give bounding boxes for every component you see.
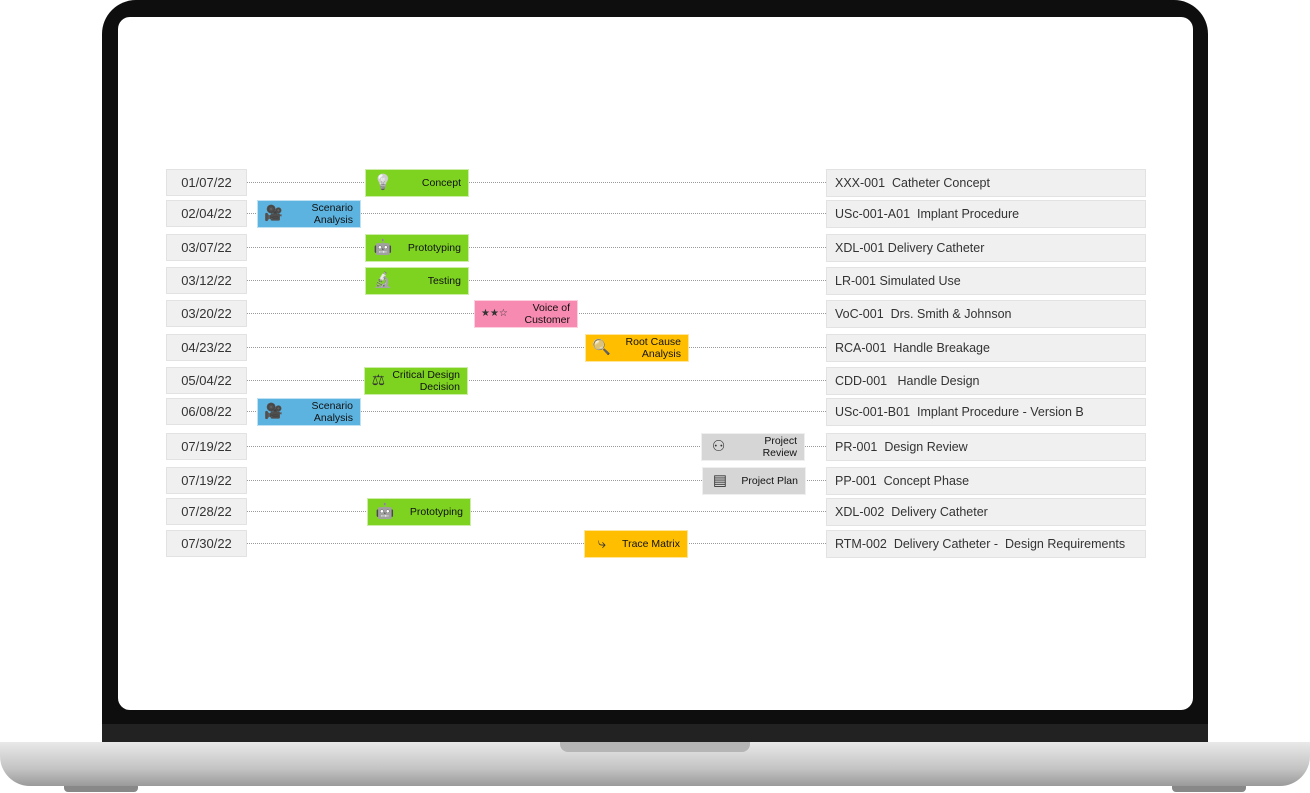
gantt-icon: ▤	[712, 472, 728, 489]
activity-label: Project Review	[762, 435, 797, 459]
activity-tag[interactable]: 🤖 Prototyping	[365, 234, 469, 262]
document-cell[interactable]: PR-001 Design Review	[826, 433, 1146, 461]
activity-label: Voice of Customer	[524, 302, 570, 326]
connector-line	[246, 411, 826, 412]
video-camera-icon: 🎥	[264, 205, 283, 222]
activity-label: Testing	[427, 275, 461, 287]
connector-line	[246, 380, 826, 381]
date-cell: 03/07/22	[166, 234, 247, 261]
connector-line	[246, 480, 826, 481]
meeting-table-icon: ⚇	[711, 438, 726, 455]
date-cell: 03/12/22	[166, 267, 247, 294]
document-cell[interactable]: USc-001-A01 Implant Procedure	[826, 200, 1146, 228]
date-cell: 07/28/22	[166, 498, 247, 525]
date-cell: 02/04/22	[166, 200, 247, 227]
connector-line	[246, 182, 826, 183]
document-cell[interactable]: CDD-001 Handle Design	[826, 367, 1146, 395]
date-cell: 04/23/22	[166, 334, 247, 361]
activity-label: Scenario Analysis	[311, 400, 353, 424]
laptop-foot	[64, 786, 138, 792]
timeline-row: 07/30/22 ⤷ Trace Matrix RTM-002 Delivery…	[166, 530, 1146, 558]
scales-icon: ⚖	[371, 372, 386, 389]
document-cell[interactable]: RTM-002 Delivery Catheter - Design Requi…	[826, 530, 1146, 558]
connector-line	[246, 280, 826, 281]
connector-line	[246, 213, 826, 214]
date-cell: 01/07/22	[166, 169, 247, 196]
activity-label: Prototyping	[409, 506, 463, 518]
timeline-row: 04/23/22 🔍 Root Cause Analysis RCA-001 H…	[166, 334, 1146, 362]
connector-line	[246, 446, 826, 447]
activity-tag[interactable]: ⚖ Critical Design Decision	[364, 367, 468, 395]
lightbulb-icon: 💡	[373, 174, 393, 191]
activity-tag[interactable]: ▤ Project Plan	[702, 467, 806, 495]
activity-label: Project Plan	[741, 475, 798, 487]
date-cell: 05/04/22	[166, 367, 247, 394]
document-cell[interactable]: XXX-001 Catheter Concept	[826, 169, 1146, 197]
date-cell: 07/19/22	[166, 467, 247, 494]
timeline-row: 03/20/22 ★★☆ Voice of Customer VoC-001 D…	[166, 300, 1146, 328]
activity-label: Critical Design Decision	[392, 369, 460, 393]
video-camera-icon: 🎥	[264, 403, 283, 420]
timeline-row: 07/28/22 🤖 Prototyping XDL-002 Delivery …	[166, 498, 1146, 526]
stars-rating-icon: ★★☆	[481, 308, 508, 319]
timeline-row: 06/08/22 🎥 Scenario Analysis USc-001-B01…	[166, 398, 1146, 426]
timeline-row: 02/04/22 🎥 Scenario Analysis USc-001-A01…	[166, 200, 1146, 228]
timeline-row: 03/07/22 🤖 Prototyping XDL-001 Delivery …	[166, 234, 1146, 262]
connector-line	[246, 347, 826, 348]
activity-tag[interactable]: 🔬 Testing	[365, 267, 469, 295]
magnifier-icon: 🔍	[592, 339, 611, 356]
document-cell[interactable]: XDL-002 Delivery Catheter	[826, 498, 1146, 526]
activity-tag[interactable]: 🎥 Scenario Analysis	[257, 200, 361, 228]
document-cell[interactable]: XDL-001 Delivery Catheter	[826, 234, 1146, 262]
activity-tag[interactable]: 🤖 Prototyping	[367, 498, 471, 526]
activity-tag[interactable]: ⚇ Project Review	[701, 433, 805, 461]
document-cell[interactable]: RCA-001 Handle Breakage	[826, 334, 1146, 362]
document-cell[interactable]: PP-001 Concept Phase	[826, 467, 1146, 495]
connector-line	[246, 247, 826, 248]
timeline-row: 07/19/22 ▤ Project Plan PP-001 Concept P…	[166, 467, 1146, 495]
laptop-hinge	[102, 724, 1208, 742]
timeline-row: 03/12/22 🔬 Testing LR-001 Simulated Use	[166, 267, 1146, 295]
activity-tag[interactable]: ⤷ Trace Matrix	[584, 530, 688, 558]
activity-tag[interactable]: ★★☆ Voice of Customer	[474, 300, 578, 328]
timeline-row: 07/19/22 ⚇ Project Review PR-001 Design …	[166, 433, 1146, 461]
connector-line	[246, 543, 826, 544]
date-cell: 06/08/22	[166, 398, 247, 425]
activity-tag[interactable]: 🎥 Scenario Analysis	[257, 398, 361, 426]
laptop-foot	[1172, 786, 1246, 792]
date-cell: 03/20/22	[166, 300, 247, 327]
activity-label: Concept	[421, 177, 461, 189]
document-cell[interactable]: LR-001 Simulated Use	[826, 267, 1146, 295]
date-cell: 07/30/22	[166, 530, 247, 557]
microscope-icon: 🔬	[373, 272, 393, 289]
activity-label: Trace Matrix	[622, 538, 680, 550]
document-cell[interactable]: USc-001-B01 Implant Procedure - Version …	[826, 398, 1146, 426]
document-cell[interactable]: VoC-001 Drs. Smith & Johnson	[826, 300, 1146, 328]
activity-tag[interactable]: 🔍 Root Cause Analysis	[585, 334, 689, 362]
connector-line	[246, 511, 826, 512]
timeline-row: 05/04/22 ⚖ Critical Design Decision CDD-…	[166, 367, 1146, 395]
laptop-screen	[118, 17, 1193, 710]
activity-label: Prototyping	[407, 242, 461, 254]
activity-label: Scenario Analysis	[311, 202, 353, 226]
date-cell: 07/19/22	[166, 433, 247, 460]
robot-icon: 🤖	[375, 503, 395, 520]
activity-tag[interactable]: 💡 Concept	[365, 169, 469, 197]
robot-icon: 🤖	[373, 239, 393, 256]
activity-label: Root Cause Analysis	[625, 336, 681, 360]
laptop-notch	[560, 742, 750, 752]
trace-path-icon: ⤷	[597, 535, 607, 552]
timeline-row: 01/07/22 💡 Concept XXX-001 Catheter Conc…	[166, 169, 1146, 197]
